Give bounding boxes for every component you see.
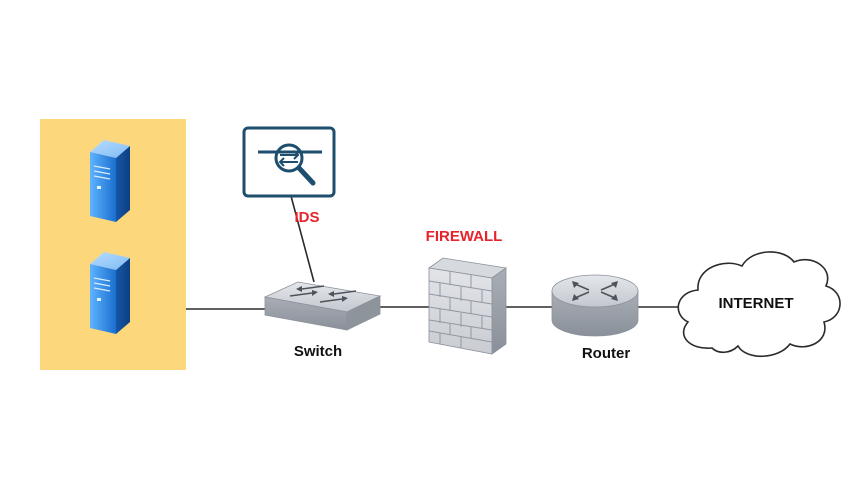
network-switch-icon: [263, 281, 382, 331]
link-switch-ids: [290, 195, 315, 283]
ids-node[interactable]: IDS: [242, 126, 336, 226]
ids-label: IDS: [294, 209, 319, 226]
router-icon: [551, 274, 639, 337]
ids-magnifier-icon: [242, 126, 336, 198]
cloud-icon: [677, 251, 841, 357]
router-label: Router: [582, 345, 630, 362]
switch-node[interactable]: Switch: [263, 281, 382, 360]
router-node[interactable]: Router: [551, 274, 639, 362]
brick-wall-icon: [427, 257, 508, 355]
firewall-node[interactable]: FIREWALL: [426, 228, 508, 355]
connection-lines: [186, 195, 690, 310]
server-tower-icon[interactable]: [90, 252, 130, 334]
server-tower-icon[interactable]: [90, 140, 130, 222]
internet-node[interactable]: INTERNET: [677, 251, 841, 357]
firewall-label: FIREWALL: [426, 228, 503, 245]
switch-label: Switch: [294, 343, 342, 360]
server-zone: [40, 119, 186, 370]
internet-label: INTERNET: [719, 295, 794, 312]
